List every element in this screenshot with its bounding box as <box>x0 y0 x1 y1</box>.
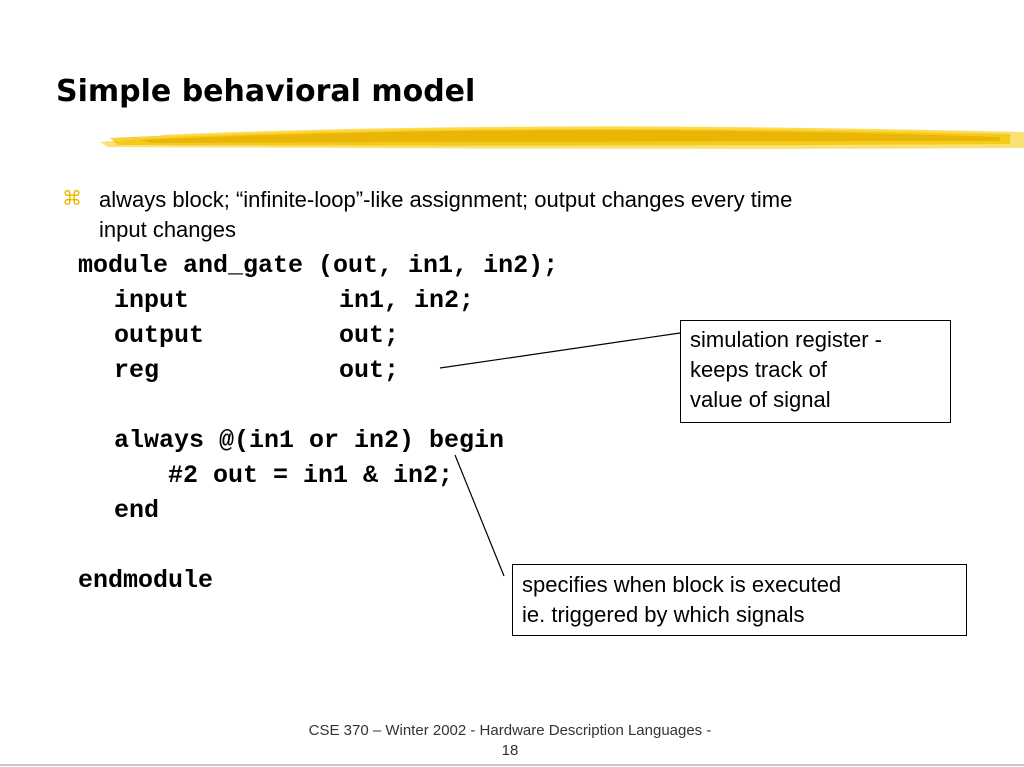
code-line-output: output out; <box>114 321 400 350</box>
code-line-assign: #2 out = in1 & in2; <box>168 461 454 490</box>
bullet-line-1: always block; “infinite-loop”-like assig… <box>99 187 793 212</box>
register-callout-box: simulation register - keeps track of val… <box>680 320 951 423</box>
slide-footer: CSE 370 – Winter 2002 - Hardware Descrip… <box>260 721 760 761</box>
sensitivity-leader-line <box>454 454 505 577</box>
sensitivity-callout-line-1: specifies when block is executed <box>522 572 842 597</box>
register-callout-line-1: simulation register - <box>690 327 882 352</box>
title-underline-swoosh <box>100 126 1024 149</box>
footer-page-number: 18 <box>501 742 519 759</box>
register-callout-line-2: keeps track of <box>690 357 827 382</box>
footer-line-1: CSE 370 – Winter 2002 - Hardware Descrip… <box>308 722 712 739</box>
bottom-divider <box>0 764 1024 766</box>
register-leader-line <box>439 332 681 369</box>
slide-title: Simple behavioral model <box>56 74 476 109</box>
code-line-always: always @(in1 or in2) begin <box>114 426 505 455</box>
code-line-end: end <box>114 496 160 525</box>
bullet-text: always block; “infinite-loop”-like assig… <box>99 185 929 245</box>
code-line-module: module and_gate (out, in1, in2); <box>78 251 559 280</box>
bullet-line-2: input changes <box>99 217 236 242</box>
code-line-input: input in1, in2; <box>114 286 475 315</box>
code-line-reg: reg out; <box>114 356 400 385</box>
register-callout-line-3: value of signal <box>690 387 831 412</box>
sensitivity-callout-box: specifies when block is executed ie. tri… <box>512 564 967 636</box>
code-line-endmodule: endmodule <box>78 566 214 595</box>
cmd-key-bullet-icon: ⌘ <box>62 186 82 210</box>
sensitivity-callout-line-2: ie. triggered by which signals <box>522 602 805 627</box>
